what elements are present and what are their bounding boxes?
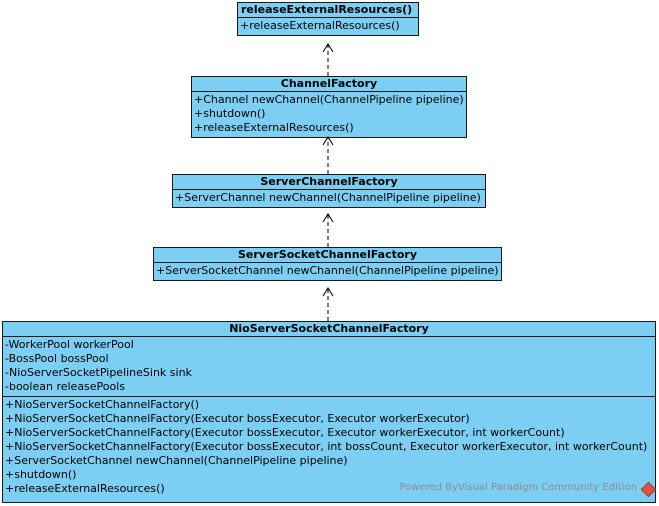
attributes-section: -WorkerPool workerPool -BossPool bossPoo… xyxy=(3,337,655,396)
operation: +ServerSocketChannel newChannel(ChannelP… xyxy=(156,264,499,277)
operations-section: +Channel newChannel(ChannelPipeline pipe… xyxy=(192,92,466,137)
class-nio-server-socket-channel-factory[interactable]: NioServerSocketChannelFactory -WorkerPoo… xyxy=(2,321,656,503)
attribute: -boolean releasePools xyxy=(5,380,126,393)
class-channel-factory[interactable]: ChannelFactory +Channel newChannel(Chann… xyxy=(191,76,467,138)
class-name: releaseExternalResources() xyxy=(238,3,418,18)
operation: +releaseExternalResources() xyxy=(194,121,354,134)
class-server-socket-channel-factory[interactable]: ServerSocketChannelFactory +ServerSocket… xyxy=(153,247,502,281)
operation: +NioServerSocketChannelFactory(Executor … xyxy=(5,426,565,439)
class-name: ChannelFactory xyxy=(192,77,466,92)
operation: +NioServerSocketChannelFactory(Executor … xyxy=(5,412,470,425)
realization-arrow xyxy=(322,213,334,247)
operation: +ServerSocketChannel newChannel(ChannelP… xyxy=(5,454,348,467)
operation: +releaseExternalResources() xyxy=(5,482,165,495)
attribute: -NioServerSocketPipelineSink sink xyxy=(5,366,192,379)
class-server-channel-factory[interactable]: ServerChannelFactory +ServerChannel newC… xyxy=(172,174,486,208)
operations-section: +ServerChannel newChannel(ChannelPipelin… xyxy=(173,190,485,207)
operation: +shutdown() xyxy=(5,468,77,481)
class-name: NioServerSocketChannelFactory xyxy=(3,322,655,337)
realization-arrow xyxy=(322,287,334,321)
attribute: -WorkerPool workerPool xyxy=(5,338,134,351)
realization-arrow xyxy=(322,136,334,174)
operation: +NioServerSocketChannelFactory() xyxy=(5,398,200,411)
operations-section: +ServerSocketChannel newChannel(ChannelP… xyxy=(154,263,501,280)
class-name: ServerSocketChannelFactory xyxy=(154,248,501,263)
class-release-external-resources[interactable]: releaseExternalResources() +releaseExter… xyxy=(237,2,419,36)
class-name: ServerChannelFactory xyxy=(173,175,485,190)
operations-section: +releaseExternalResources() xyxy=(238,18,418,35)
operation: +NioServerSocketChannelFactory(Executor … xyxy=(5,440,648,453)
operation: +ServerChannel newChannel(ChannelPipelin… xyxy=(175,191,481,204)
operation: +shutdown() xyxy=(194,107,266,120)
realization-arrow xyxy=(322,43,334,76)
operations-section: +NioServerSocketChannelFactory() +NioSer… xyxy=(3,396,655,498)
operation: +releaseExternalResources() xyxy=(240,19,400,32)
watermark-text: Powered ByVisual Paradigm Community Edit… xyxy=(399,482,638,493)
operation: +Channel newChannel(ChannelPipeline pipe… xyxy=(194,93,464,106)
attribute: -BossPool bossPool xyxy=(5,352,109,365)
